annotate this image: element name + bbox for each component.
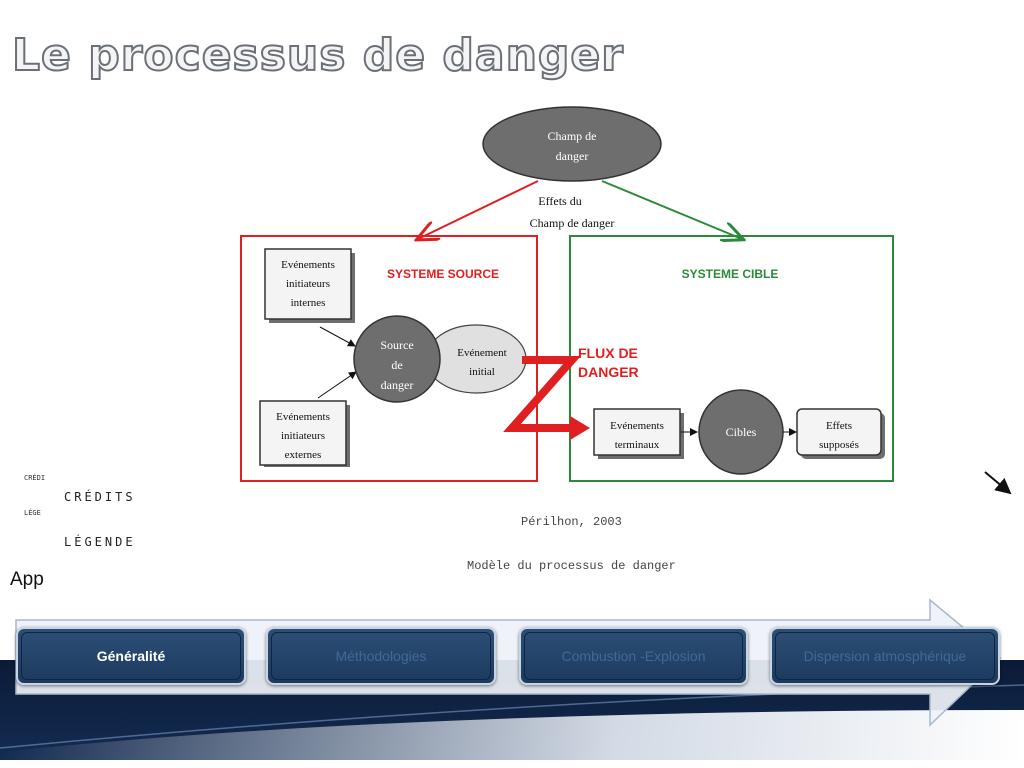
source-caption: Périlhon, 2003 xyxy=(521,515,622,529)
model-caption: Modèle du processus de danger xyxy=(467,559,676,573)
effets-supposes-1: Effets xyxy=(826,420,852,432)
ev-externes-box xyxy=(259,400,347,466)
credits-label: CRÉDITS xyxy=(64,490,136,504)
ev-terminaux-2: terminaux xyxy=(615,439,660,451)
systeme-source-label: SYSTEME SOURCE xyxy=(387,267,499,281)
ev-initial-node xyxy=(425,324,527,394)
ev-initial-1: Evénement xyxy=(457,347,506,359)
ev-internes-3: internes xyxy=(291,297,326,309)
partial-text: App xyxy=(10,569,44,590)
legende-small-label: LÉGE xyxy=(24,509,41,517)
effets-line1: Effets du xyxy=(538,194,581,208)
flux-arrowhead xyxy=(570,416,590,440)
field-arrow-green xyxy=(601,180,742,239)
effets-line2: Champ de danger xyxy=(530,216,615,230)
champ-line1: Champ de xyxy=(548,129,597,143)
champ-de-danger-node xyxy=(482,106,662,182)
credit-small-label: CRÉDI xyxy=(24,474,46,482)
nav-button-3[interactable]: Combustion -Explosion xyxy=(519,627,748,685)
ev-externes-1: Evénements xyxy=(276,411,330,423)
ev-externes-2: initiateurs xyxy=(281,430,325,442)
cibles-label: Cibles xyxy=(726,425,757,439)
legende-label: LÉGENDE xyxy=(64,535,136,549)
flux-line1: FLUX DE xyxy=(578,345,638,361)
slide-title: Le processus de danger xyxy=(11,29,624,82)
ev-internes-2: initiateurs xyxy=(286,278,330,290)
nav-button-label: Généralité xyxy=(96,648,166,664)
nav-button-label: Combustion -Explosion xyxy=(561,648,706,664)
arrow-internes-source xyxy=(319,326,356,347)
flux-de-danger-arrow xyxy=(503,356,581,432)
effets-supposes-2: supposés xyxy=(819,439,859,451)
source-de-danger-node xyxy=(353,315,441,403)
nav-button-1[interactable]: Généralité xyxy=(16,627,246,685)
nav-button-4[interactable]: Dispersion atmosphérique xyxy=(770,627,1000,685)
ev-terminaux-box xyxy=(593,408,681,456)
ev-terminaux-1: Evénements xyxy=(610,420,664,432)
ev-internes-1: Evénements xyxy=(281,259,335,271)
flux-line2: DANGER xyxy=(578,364,639,380)
source-3: danger xyxy=(381,378,414,392)
field-arrow-red xyxy=(418,180,539,239)
source-1: Source xyxy=(380,338,413,352)
arrow-externes-source xyxy=(317,371,357,399)
ev-externes-3: externes xyxy=(285,449,322,461)
stray-arrow xyxy=(984,471,1012,495)
nav-arrow-background xyxy=(15,598,1002,727)
ev-initial-2: initial xyxy=(469,366,495,378)
nav-button-label: Dispersion atmosphérique xyxy=(803,648,967,664)
champ-line2: danger xyxy=(556,149,589,163)
ev-internes-box xyxy=(264,248,352,320)
systeme-cible-label: SYSTEME CIBLE xyxy=(682,267,779,281)
source-2: de xyxy=(391,358,402,372)
nav-button-2[interactable]: Méthodologies xyxy=(266,627,496,685)
effets-supposes-box xyxy=(796,408,882,456)
nav-button-label: Méthodologies xyxy=(335,648,427,664)
